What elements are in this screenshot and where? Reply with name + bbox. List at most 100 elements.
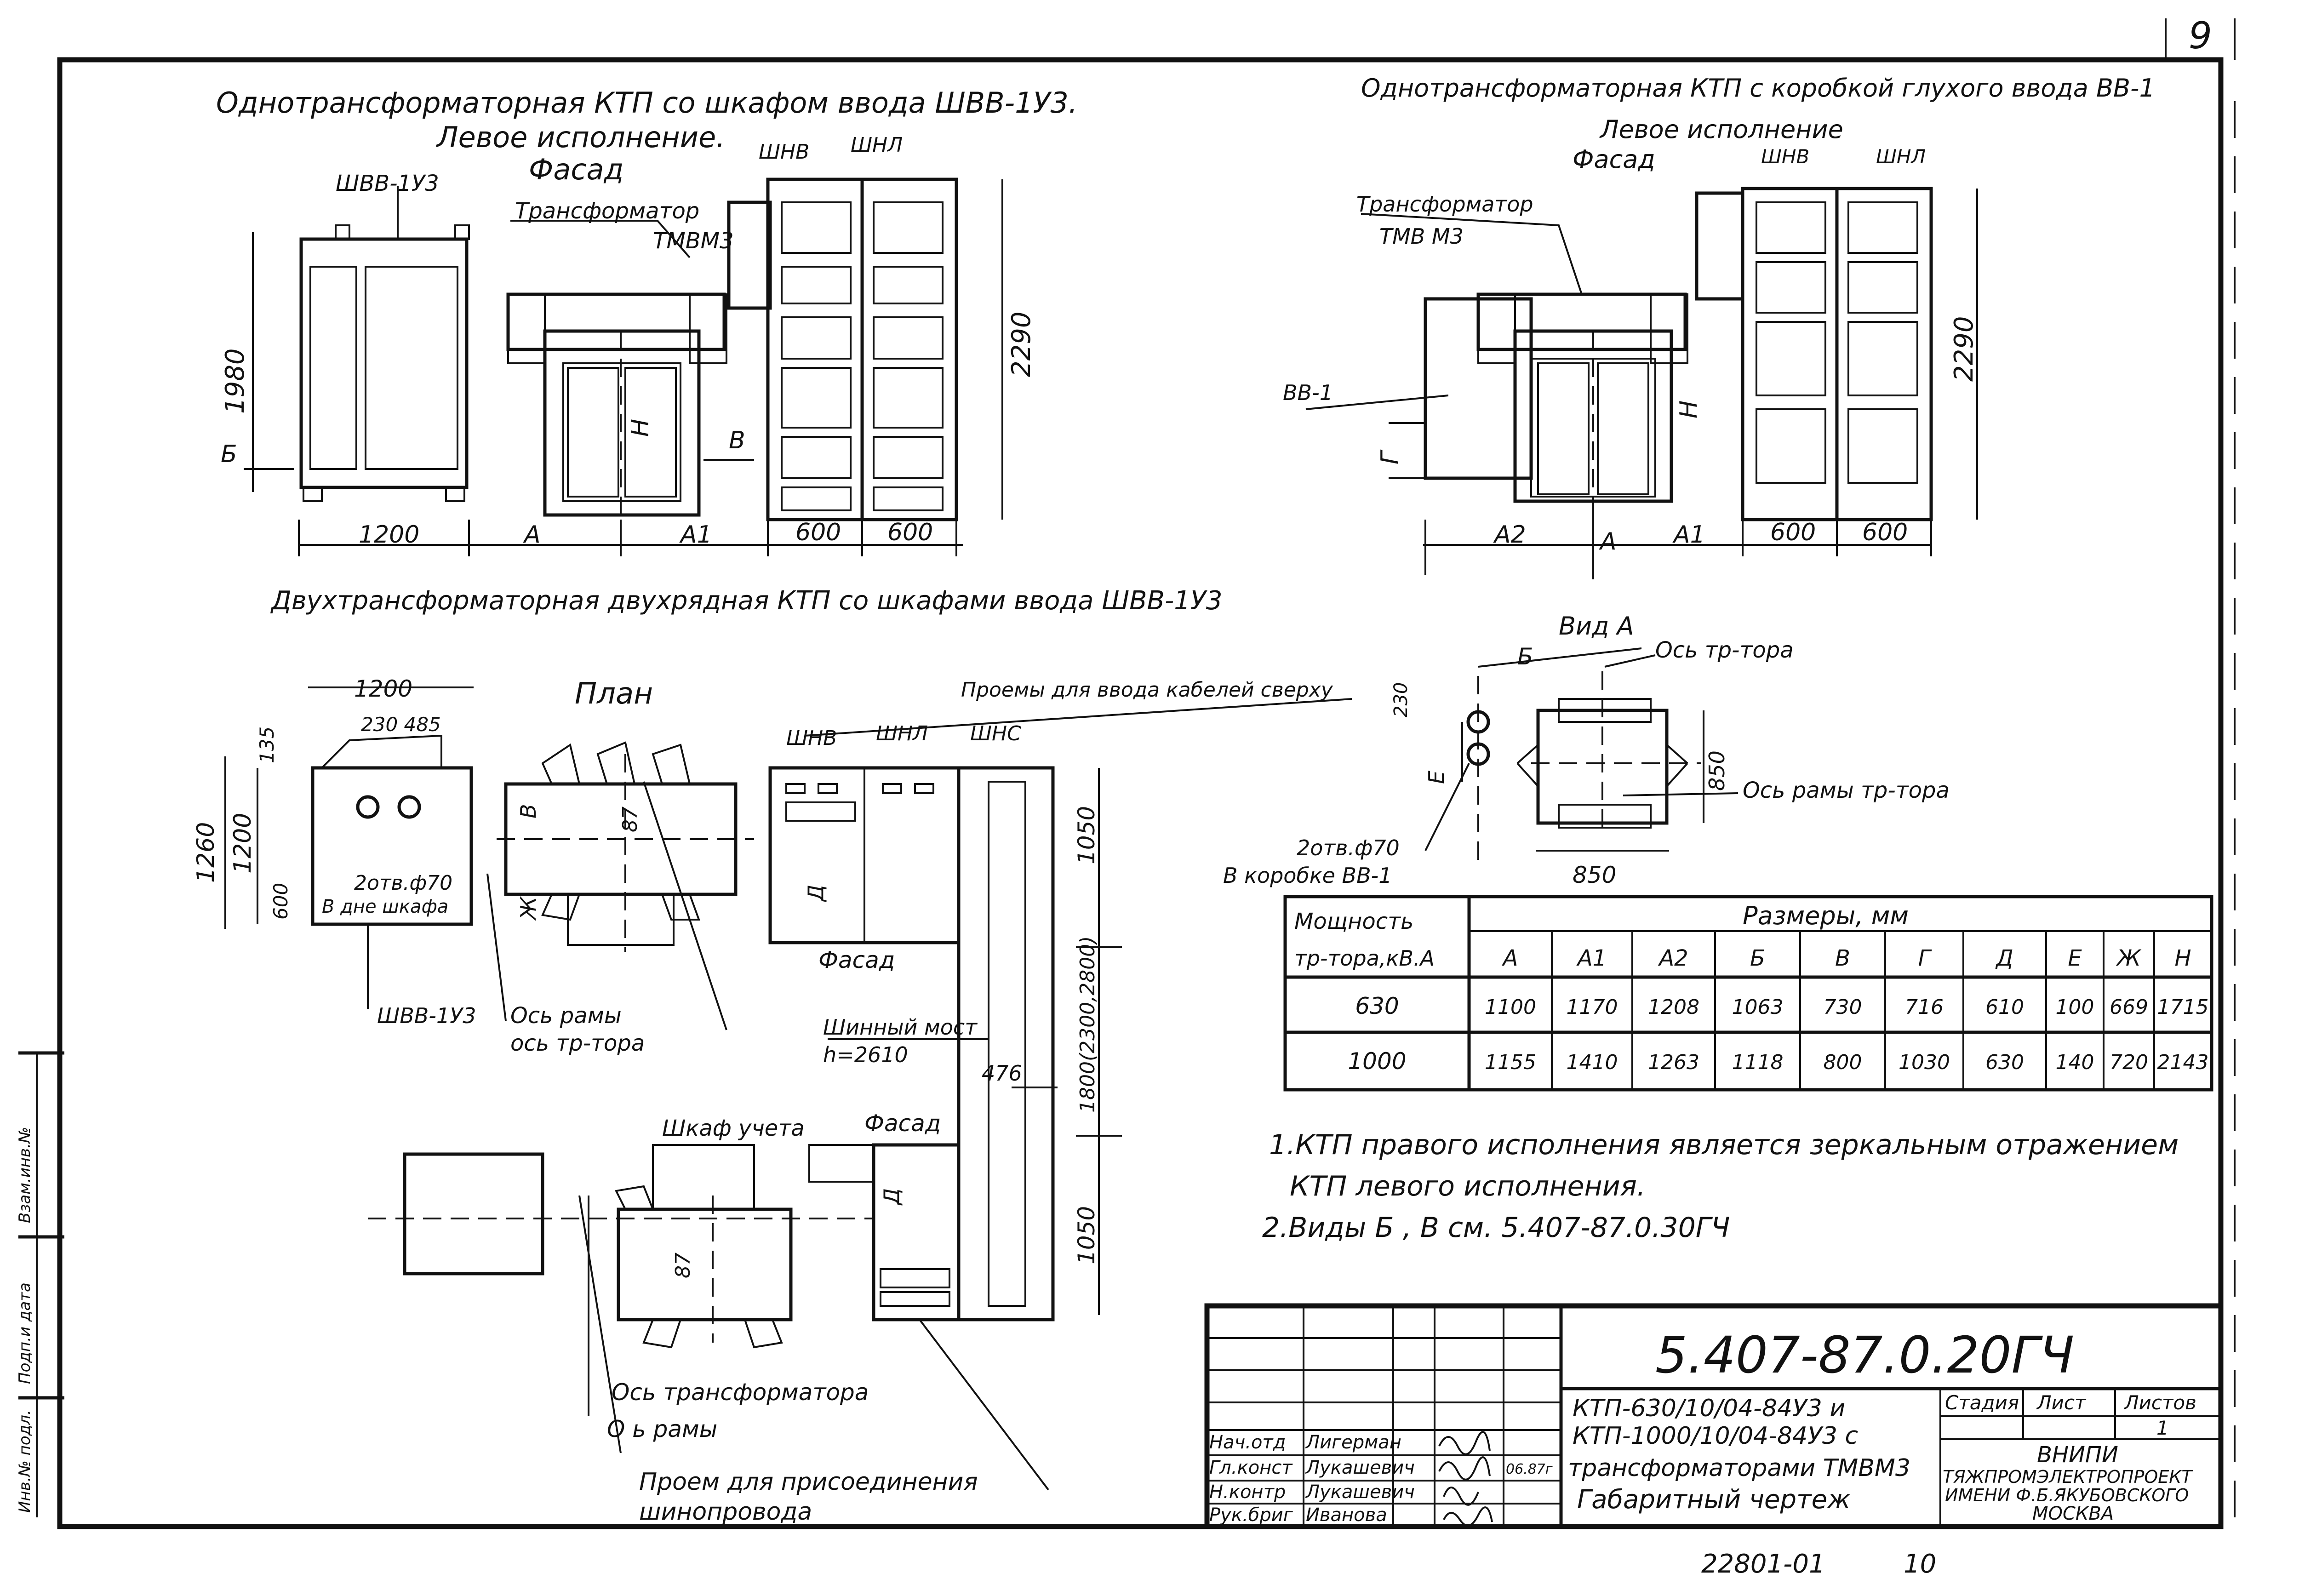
plan-dim-1260: 1260 [192, 822, 220, 883]
table-value-cell: 1063 [1732, 995, 1784, 1019]
plan-holes-2: В дне шкафа [322, 896, 448, 917]
left-dim-1200: 1200 [359, 521, 419, 549]
view-a-dim-230: 230 [1390, 682, 1412, 717]
view-a-mark-b: Б [1517, 643, 1533, 670]
title-org-3: ИМЕНИ Ф.Б.ЯКУБОВСКОГО [1945, 1485, 2189, 1505]
plan-mark-d-2: Д [879, 1188, 904, 1206]
table-value-cell: 1263 [1648, 1051, 1699, 1074]
table-value-cell: 1100 [1485, 995, 1536, 1019]
table-value-cell: 1410 [1567, 1051, 1618, 1074]
plan-dim-87-a: 87 [618, 807, 642, 832]
title-name-1: Лигерман [1305, 1432, 1401, 1453]
right-label-transformer: Трансформатор [1356, 192, 1533, 217]
plan-facade-2: Фасад [864, 1110, 941, 1137]
view-a-dim-850-h: 850 [1573, 862, 1616, 888]
table-header-sizes: Размеры, мм [1743, 901, 1909, 930]
title-role-4: Рук.бриг [1209, 1504, 1293, 1526]
plan-mark-v: В [516, 804, 541, 818]
table-column-header: Б [1750, 945, 1765, 971]
table-value-cell: 1118 [1732, 1051, 1784, 1074]
right-view-title-2: Левое исполнение [1599, 115, 1843, 144]
view-a-axis-frame: Ось рамы тр-тора [1743, 778, 1950, 803]
left-dim-1980: 1980 [220, 348, 250, 414]
title-desc-2: КТП-1000/10/04-84У3 с [1573, 1422, 1858, 1450]
title-name-4: Иванова [1306, 1504, 1387, 1526]
table-value-cell: 1715 [2157, 995, 2209, 1019]
table-value-cell: 630 [1985, 1051, 2024, 1074]
title-role-2: Гл.конст [1209, 1457, 1293, 1478]
left-view-title-1: Однотрансформаторная КТП со шкафом ввода… [216, 86, 1077, 120]
title-block [1204, 1303, 2224, 1529]
right-facade-drawing [1305, 187, 1978, 579]
table-value-cell: 140 [2056, 1051, 2094, 1074]
plan-opening-note-2: шинопровода [639, 1498, 812, 1526]
margin-stamp [18, 1051, 64, 1517]
left-label-shnl: ШНЛ [851, 133, 903, 157]
title-sheet: Лист [2036, 1391, 2087, 1414]
table-column-header: Ж [2116, 945, 2142, 971]
right-mark-g: Г [1376, 449, 1404, 464]
left-view-title-3: Фасад [529, 153, 623, 186]
title-org-4: МОСКВА [2032, 1503, 2114, 1524]
table-column-header: Г [1918, 945, 1932, 971]
right-mark-a: А [1599, 528, 1617, 555]
title-code: 5.407-87.0.20ГЧ [1655, 1326, 2074, 1384]
plan-dim-135: 135 [256, 726, 278, 763]
plan-label-shnv: ШНВ [786, 726, 837, 750]
view-a-axis-tr: Ось тр-тора [1655, 637, 1794, 663]
plan-axis-frame-1: Ось рамы [510, 1003, 622, 1029]
left-label-shnv: ШНВ [759, 140, 809, 164]
table-value-cell: 730 [1824, 995, 1862, 1019]
right-dim-600-a: 600 [1770, 519, 1816, 546]
plan-facade-1: Фасад [818, 947, 895, 973]
plan-dim-1200: 1200 [354, 675, 412, 702]
table-column-header: А2 [1658, 945, 1688, 971]
plan-title: План [575, 677, 653, 711]
plan-label-shvv: ШВВ-1У3 [377, 1003, 476, 1028]
left-dim-a: А [523, 521, 541, 549]
plan-mark-d-1: Д [803, 885, 828, 902]
view-a-title: Вид А [1559, 612, 1634, 641]
view-a-dim-850-v: 850 [1704, 750, 1729, 791]
title-name-3: Лукашевич [1305, 1482, 1415, 1503]
table-header-power-1: Мощность [1294, 909, 1413, 934]
plan-label-shns: ШНС [970, 722, 1021, 745]
right-view-title-3: Фасад [1573, 145, 1655, 174]
plan-bus-height: h=2610 [823, 1042, 908, 1067]
view-a-holes-1: 2отв.ф70 [1297, 835, 1400, 860]
plan-bus-bridge: Шинный мост [823, 1015, 978, 1040]
table-column-header: А [1502, 945, 1518, 971]
title-sheets: Листов [2123, 1391, 2196, 1414]
plan-axis-transformer: Ось трансформатора [612, 1379, 869, 1406]
table-value-cell: 720 [2110, 1051, 2148, 1074]
title-role-3: Н.контр [1209, 1482, 1286, 1503]
table-value-cell: 800 [1824, 1051, 1862, 1074]
table-value-cell: 100 [2056, 995, 2094, 1019]
title-sheets-value: 1 [2156, 1417, 2169, 1439]
table-value-cell: 610 [1985, 995, 2024, 1019]
plan-dim-1050-b: 1050 [1073, 1206, 1100, 1264]
right-label-shnl: ШНЛ [1876, 145, 1926, 168]
table-value-cell: 1208 [1648, 995, 1699, 1019]
table-header-power-2: тр-тора,кВ.А [1294, 946, 1435, 971]
plan-dim-1050-a: 1050 [1073, 806, 1100, 864]
sheet-frame [57, 18, 2236, 1529]
left-dim-600-a: 600 [795, 519, 841, 546]
title-stage: Стадия [1945, 1391, 2019, 1414]
left-label-shvv: ШВВ-1У3 [336, 171, 439, 196]
right-dim-2290: 2290 [1949, 316, 1979, 382]
left-view-title-2: Левое исполнение. [436, 120, 725, 154]
plan-section-title: Двухтрансформаторная двухрядная КТП со ш… [270, 586, 1223, 616]
title-desc-3: трансформаторами ТМВМ3 [1568, 1454, 1910, 1482]
table-column-header: Д [1995, 945, 2013, 971]
right-view-title-1: Однотрансформаторная КТП с коробкой глух… [1361, 74, 2155, 103]
note-1-line-2: КТП левого исполнения. [1290, 1170, 1646, 1202]
plan-dim-1800: 1800(2300,2800) [1076, 936, 1099, 1113]
plan-meter-cabinet: Шкаф учета [662, 1115, 805, 1141]
plan-mark-zh: Ж [516, 896, 541, 921]
doc-page: 10 [1904, 1549, 1936, 1579]
view-a-mark-e: Е [1424, 771, 1449, 784]
signatures [1438, 1431, 1493, 1527]
